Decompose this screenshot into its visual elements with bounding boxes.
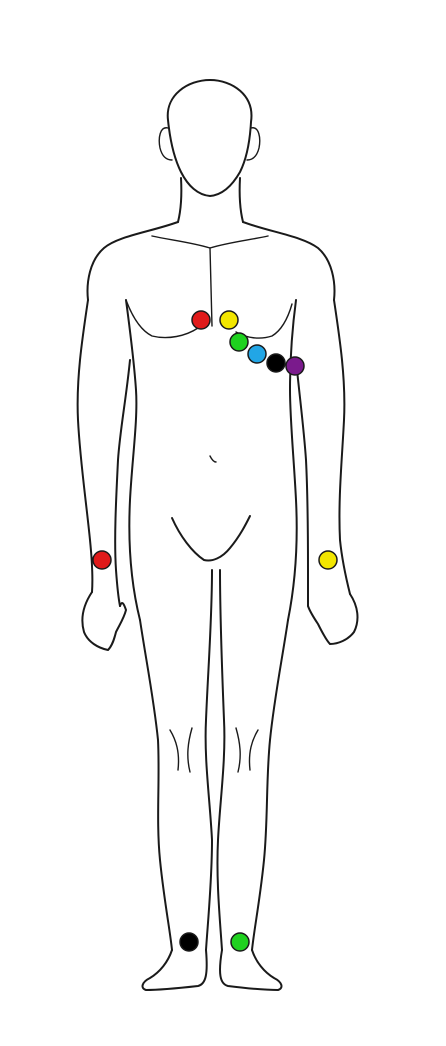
electrode-v5 — [266, 353, 286, 373]
right-foot — [141, 949, 208, 991]
electrode-v4 — [247, 344, 267, 364]
sternum — [209, 247, 213, 327]
torso-outline — [86, 221, 336, 301]
right-arm-outer — [76, 299, 94, 593]
electrode-v1 — [191, 310, 211, 330]
right-leg-inner — [204, 569, 213, 951]
left-arm-outer — [333, 299, 351, 595]
chest-line-left — [235, 303, 293, 339]
electrode-left-arm — [318, 550, 338, 570]
left-leg-outer — [251, 619, 289, 951]
electrode-right-arm — [92, 550, 112, 570]
torso-left-side — [287, 299, 298, 621]
right-ear — [158, 127, 173, 161]
clavicles — [151, 235, 269, 249]
right-leg-outer — [139, 619, 173, 951]
limb-electrodes — [92, 550, 338, 952]
body-outline — [76, 79, 359, 991]
neck-right — [177, 177, 183, 223]
left-leg-inner — [216, 569, 226, 951]
head-outline — [166, 79, 253, 197]
left-hand — [307, 593, 359, 645]
navel — [209, 455, 217, 463]
neck-left — [238, 177, 244, 223]
left-arm-inner — [295, 359, 309, 607]
electrode-v6 — [285, 356, 305, 376]
torso-right-side — [125, 299, 141, 621]
left-foot — [219, 949, 283, 991]
left-knee — [235, 727, 259, 773]
right-knee — [169, 727, 193, 773]
electrode-right-leg — [179, 932, 199, 952]
electrode-v3 — [229, 332, 249, 352]
groin — [171, 515, 251, 562]
chest-electrodes — [191, 310, 305, 376]
chest-line-right — [125, 299, 199, 339]
electrode-left-leg — [230, 932, 250, 952]
electrode-v2 — [219, 310, 239, 330]
right-hand — [81, 591, 127, 651]
right-arm-inner — [114, 359, 131, 607]
left-ear — [246, 127, 261, 161]
